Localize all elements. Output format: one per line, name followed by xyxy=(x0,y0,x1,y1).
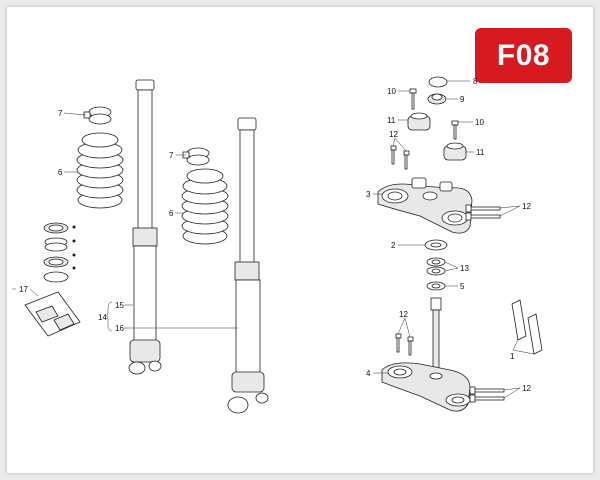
fork-leg-left xyxy=(128,79,162,375)
clamp-7-left xyxy=(83,106,112,125)
handlebar-clamp-11-a xyxy=(407,112,431,131)
ring-dots xyxy=(72,225,76,270)
seal-5 xyxy=(426,281,446,291)
callout-label: 12 xyxy=(389,130,398,139)
bearing-13 xyxy=(426,257,446,276)
callout-label: 13 xyxy=(460,264,469,273)
callout-label: 16 xyxy=(115,324,124,333)
callout-label: 6 xyxy=(169,209,174,218)
callout-label: 7 xyxy=(169,151,174,160)
handlebar-clamp-11-b xyxy=(443,142,467,161)
leader-lines xyxy=(12,80,535,399)
callout-label: 4 xyxy=(366,369,371,378)
callout-label: 11 xyxy=(387,116,396,125)
steering-stem xyxy=(430,297,442,371)
callout-labels: 7 6 7 6 17 15 14 16 8 10 9 11 10 12 11 3… xyxy=(19,77,531,393)
clamp-7-right xyxy=(182,147,210,166)
callout-label: 12 xyxy=(399,310,408,319)
callout-label: 9 xyxy=(460,95,465,104)
callout-label: 7 xyxy=(58,109,63,118)
section-code-badge: F08 xyxy=(475,28,572,83)
bolt-12-clamp-right-pair xyxy=(465,204,501,221)
dust-boot-6-right xyxy=(181,168,229,245)
callout-label: 2 xyxy=(391,241,396,250)
cap-8 xyxy=(428,76,448,88)
callout-label: 8 xyxy=(473,77,478,86)
callout-label: 6 xyxy=(58,168,63,177)
callout-label: 12 xyxy=(522,202,531,211)
callout-label: 17 xyxy=(19,285,28,294)
bolt-10-b xyxy=(451,120,459,140)
dust-boot-6-left xyxy=(76,132,124,209)
callout-label: 5 xyxy=(460,282,465,291)
fork-guard-pads-1 xyxy=(511,299,543,355)
bolt-12-lower-right-pair xyxy=(469,386,505,403)
fork-leg-right xyxy=(227,117,269,414)
seal-ring-stack xyxy=(43,222,69,283)
bolt-12-upper-pair xyxy=(390,145,410,170)
washer-2 xyxy=(424,239,448,251)
callout-label: 10 xyxy=(475,118,484,127)
callout-label: 11 xyxy=(476,148,485,157)
callout-label: 14 xyxy=(98,313,107,322)
upper-triple-clamp-3 xyxy=(377,177,473,234)
diagram-frame xyxy=(6,6,594,474)
decal-kit-17 xyxy=(24,291,81,337)
callout-label: 10 xyxy=(387,87,396,96)
bolt-10-a xyxy=(409,88,417,110)
callout-label: 12 xyxy=(522,384,531,393)
nut-9 xyxy=(427,93,447,105)
bolt-12-lower-pair xyxy=(395,333,414,356)
callout-label: 15 xyxy=(115,301,124,310)
callout-label: 3 xyxy=(366,190,371,199)
callout-label: 1 xyxy=(510,352,515,361)
lower-triple-clamp-4 xyxy=(381,362,471,412)
